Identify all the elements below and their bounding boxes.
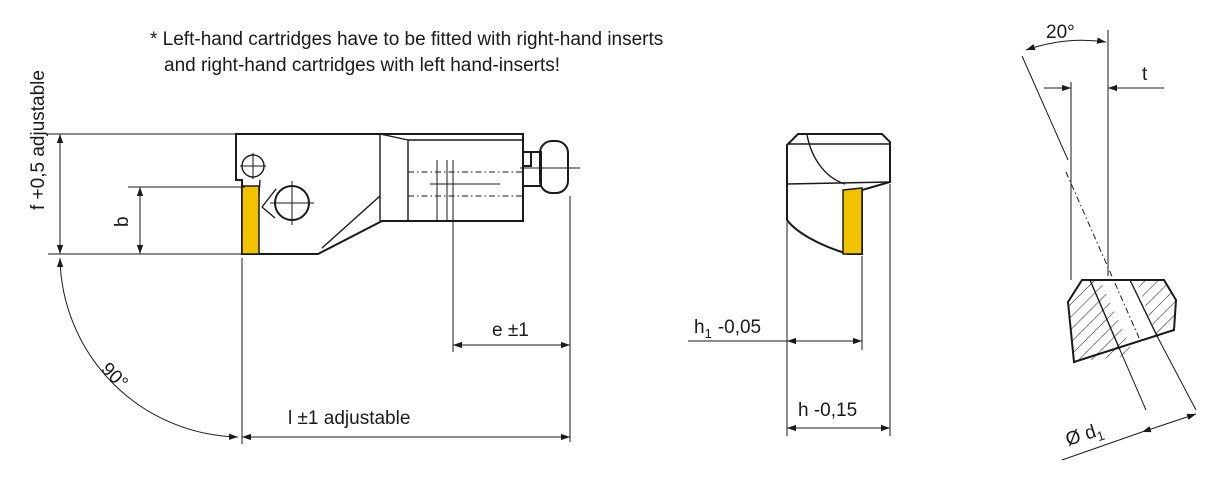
dim-e: e ±1: [452, 196, 571, 442]
dim-b: b: [112, 186, 245, 254]
dim-h1-label: h1 -0,05: [694, 317, 761, 341]
note-line-2: and right-hand cartridges with left hand…: [164, 55, 561, 76]
adjusting-screw-neck: [522, 151, 542, 187]
dim-h-label: h -0,15: [798, 400, 857, 421]
dim-l-label: l ±1 adjustable: [288, 408, 410, 429]
dim-t-label: t: [1142, 64, 1148, 85]
dim-h1-tol: -0,05: [718, 317, 761, 338]
front-view: h1 -0,05 h -0,15: [688, 133, 891, 436]
adjusting-screw-head: [539, 140, 569, 194]
insert-section: [1065, 171, 1178, 364]
dim-angle-90: 90°: [57, 257, 239, 440]
dim-d1-sub: 1: [1095, 428, 1107, 445]
body-chamfer: [321, 195, 381, 249]
dim-f: f +0,5 adjustable: [28, 70, 242, 255]
dim-h1: h1 -0,05: [688, 222, 863, 436]
dim-f-label: f +0,5 adjustable: [28, 70, 49, 210]
angle-90-label: 90°: [96, 359, 131, 394]
side-view: f +0,5 adjustable b e ±1 l ±1 adjustable…: [28, 70, 580, 444]
dim-h: h -0,15: [787, 184, 891, 436]
angle-20-label: 20°: [1046, 22, 1075, 43]
dim-b-label: b: [112, 216, 133, 227]
dim-e-label: e ±1: [492, 320, 529, 341]
note-line-1: * Left-hand cartridges have to be fitted…: [150, 29, 664, 50]
dim-h1-main: h: [694, 317, 705, 338]
cartridge-body-outline: [235, 133, 532, 255]
dim-angle-20: 20°: [1021, 22, 1109, 276]
dim-t: t: [1044, 64, 1164, 280]
dim-h1-sub: 1: [705, 326, 712, 341]
dim-d1-label: Ø d1: [1063, 419, 1106, 454]
front-body-curve: [806, 134, 846, 185]
cutting-insert: [241, 185, 260, 255]
front-body-outline: [786, 133, 891, 255]
body-edge: [379, 133, 409, 141]
front-insert: [842, 187, 863, 255]
threaded-bore: [408, 160, 523, 222]
dim-d1-main: Ø d: [1063, 421, 1099, 450]
insert-view: 20° t Ø d1: [1021, 22, 1197, 461]
dim-l: l ±1 adjustable: [241, 258, 570, 444]
